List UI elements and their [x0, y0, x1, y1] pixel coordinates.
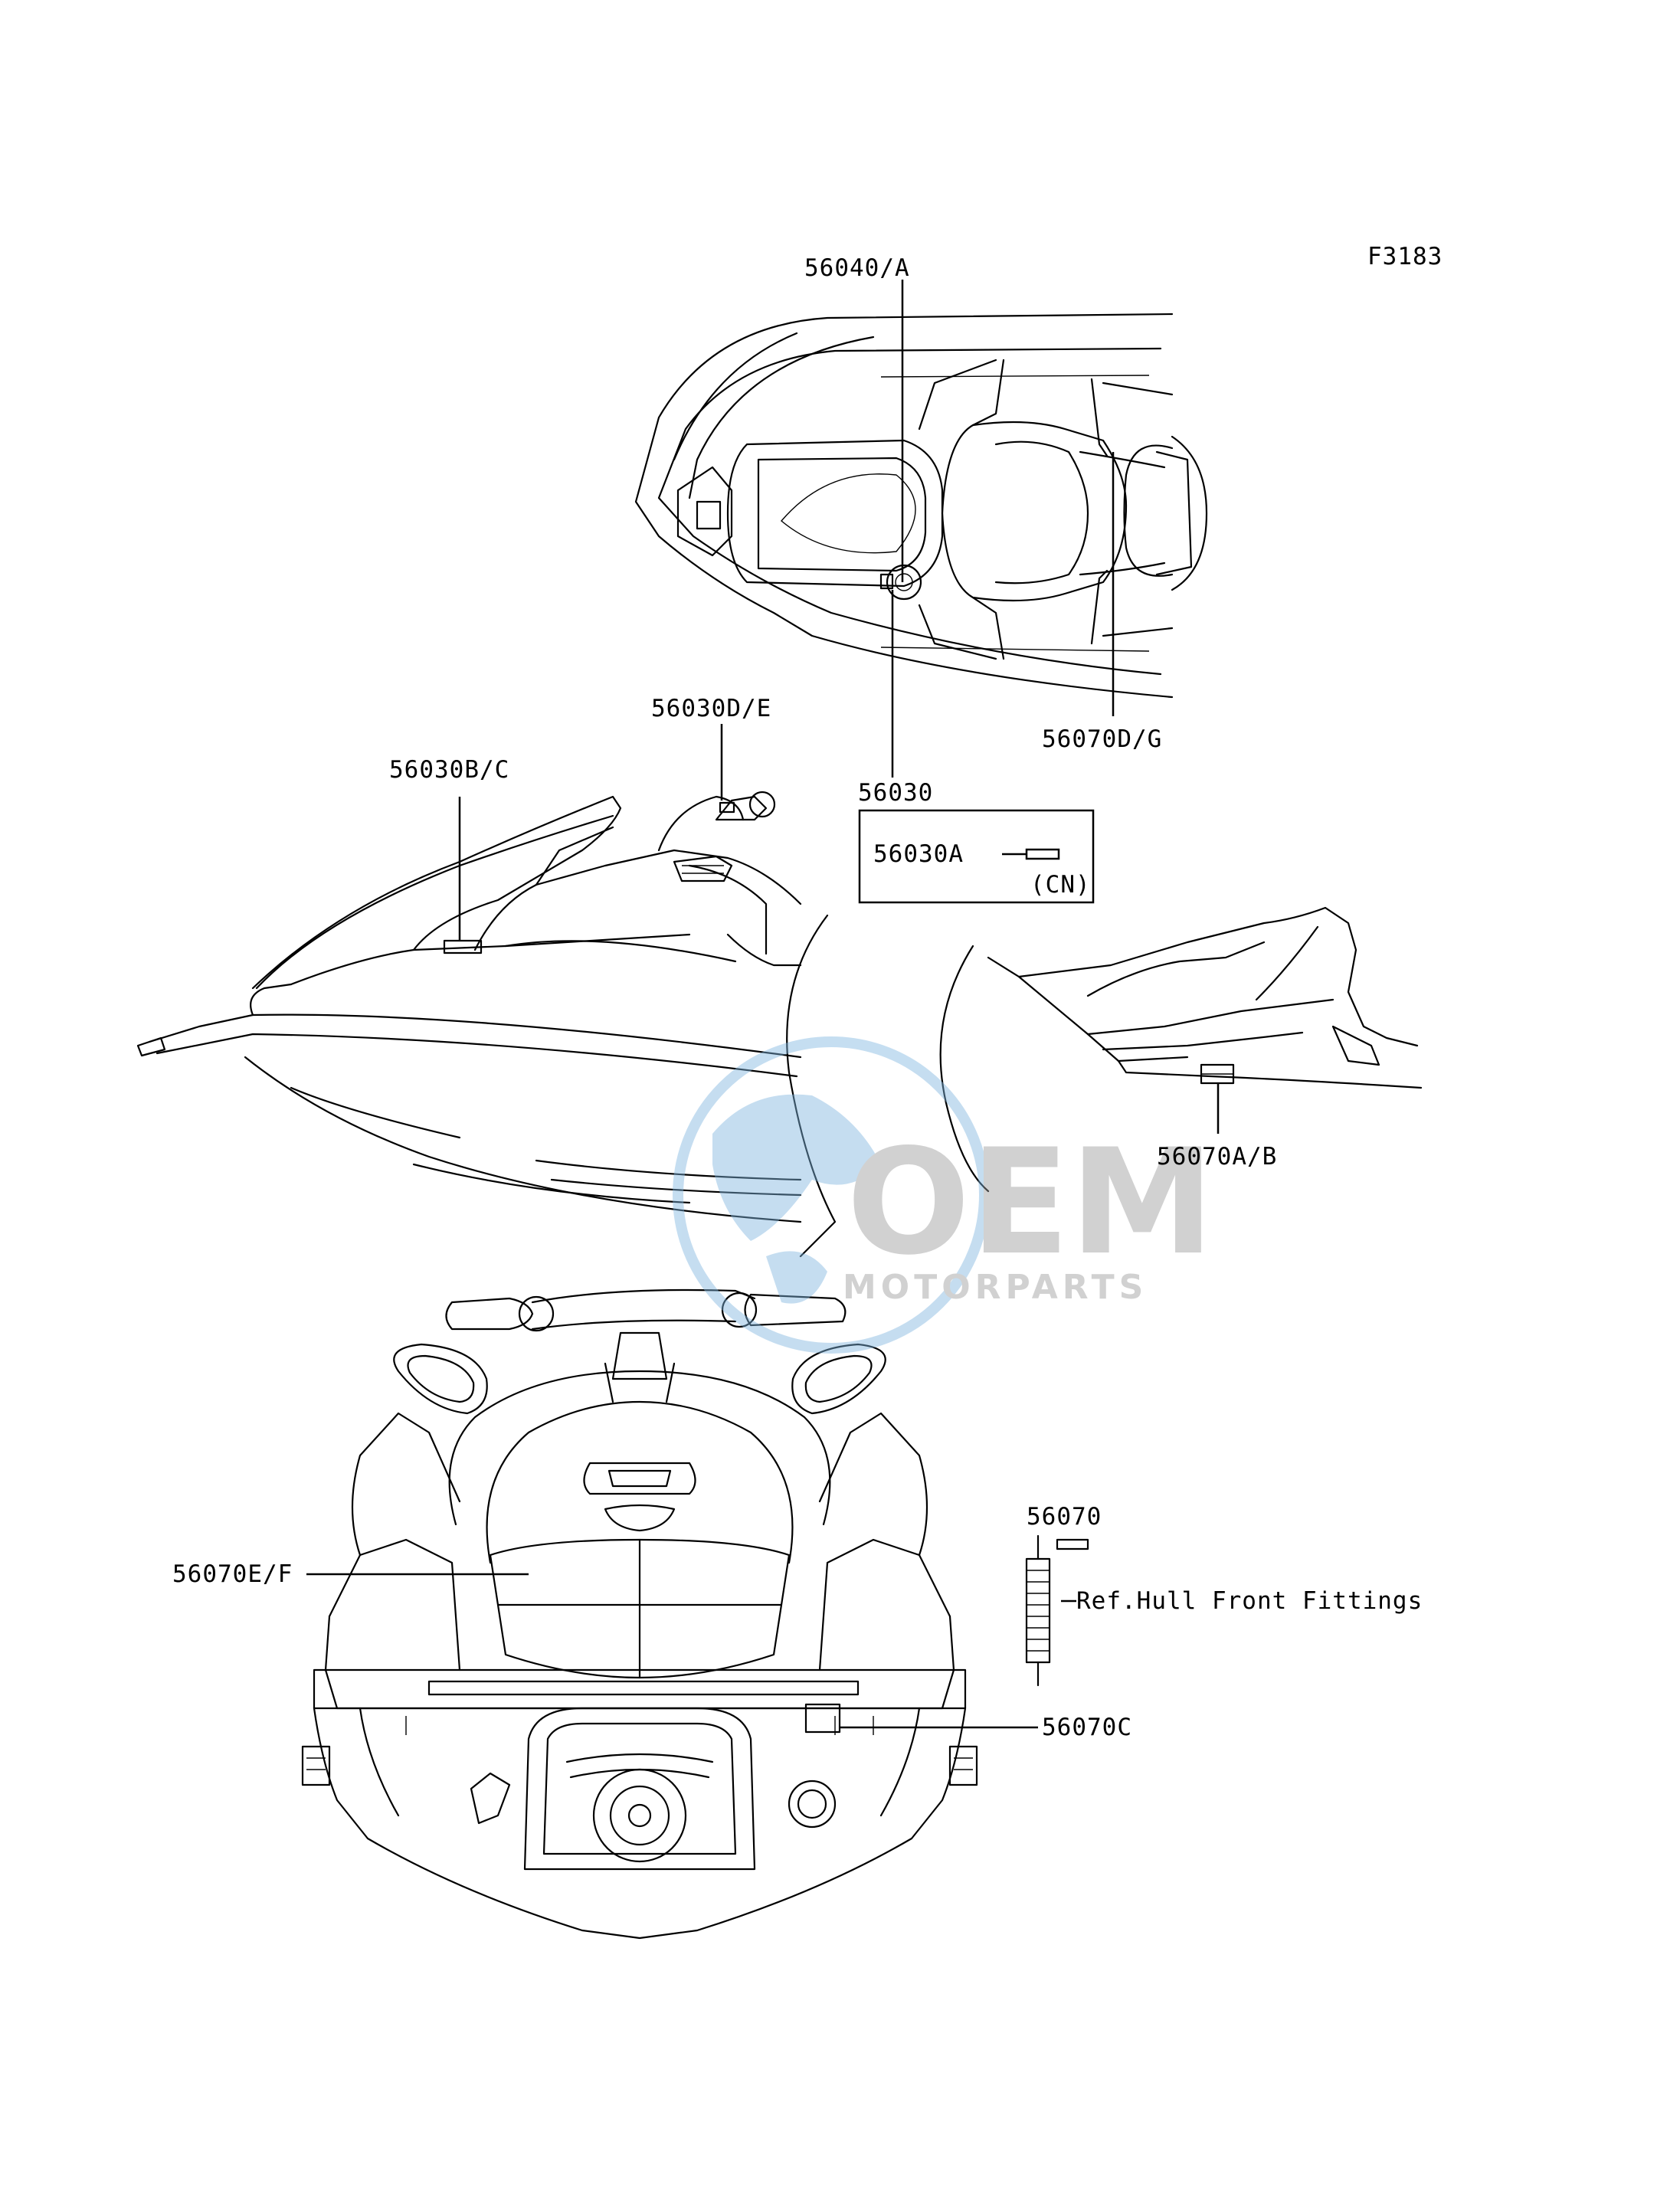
watermark-brand: OEM [847, 1118, 1214, 1287]
leader-lines [306, 280, 1220, 1729]
label-patch-56030de [719, 801, 735, 814]
callout-ref-hull: Ref.Hull Front Fittings [1076, 1587, 1423, 1615]
callout-cn: (CN) [1030, 871, 1091, 899]
cn-variant-box [858, 809, 1095, 904]
figure-code: F3183 [1367, 243, 1443, 270]
globe-icon [673, 1036, 990, 1354]
label-56070-part [1056, 1538, 1089, 1550]
callout-56070: 56070 [1027, 1503, 1102, 1531]
callout-56030a: 56030A [873, 840, 964, 868]
oem-motorparts-watermark: OEM MOTORPARTS [673, 1036, 1214, 1354]
callout-56030bc: 56030B/C [389, 756, 509, 784]
label-patch-56070c [804, 1703, 841, 1734]
hull-front-fitting-part [1025, 1534, 1089, 1687]
rear-view-jetski [301, 1288, 978, 1940]
callout-56030de: 56030D/E [651, 695, 771, 722]
callout-56040a: 56040/A [804, 254, 910, 282]
callout-56070dg: 56070D/G [1042, 725, 1162, 753]
callout-56070ef: 56070E/F [172, 1560, 293, 1588]
top-view-jetski [634, 313, 1208, 699]
callout-56070c: 56070C [1042, 1714, 1132, 1741]
callout-56070ab: 56070A/B [1157, 1143, 1277, 1171]
watermark-tagline: MOTORPARTS [843, 1268, 1148, 1307]
callout-56030: 56030 [858, 779, 933, 807]
label-patch-56030bc [443, 939, 483, 954]
side-view-jetski [136, 791, 1423, 1258]
